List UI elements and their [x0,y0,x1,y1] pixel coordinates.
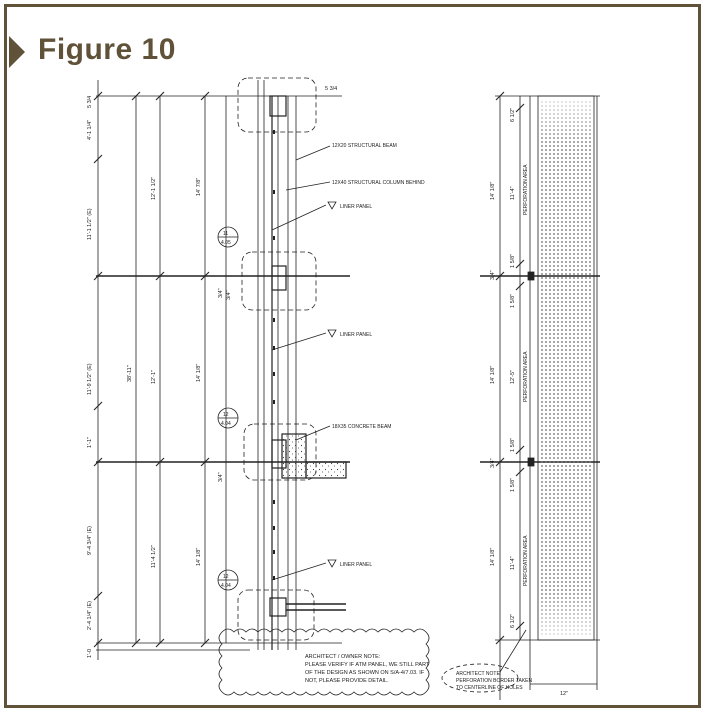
callout: 18X35 CONCRETE BEAM [332,424,391,430]
dim-label: 11'-4 1/2" [151,545,157,568]
dim-label: 14' 1/8" [490,182,496,200]
perforation-fade [540,100,592,636]
tag-bottom: 4.04 [221,583,231,589]
concrete-beam [281,433,307,479]
dim-label: 1 5/8" [510,478,516,492]
dim-label: 6 1/2" [510,614,516,628]
dim-label: 3/4" [218,288,224,298]
note-cloud [441,663,519,693]
note-line: ARCHITECT NOTE: [456,671,501,677]
header-arrow-icon [9,36,25,68]
tag-top: 11 [223,231,228,237]
leader [271,562,327,581]
dim-label: 1 5/8" [510,294,516,308]
callout: LINER PANEL [340,562,372,568]
concrete-slab [305,461,347,479]
dim-label: 12'-5" [510,370,516,384]
area-label: PERFORATION AREA [523,535,529,586]
dim-label: 14' 1/8" [490,548,496,566]
figure-title: Figure 10 [38,33,176,66]
callout: LINER PANEL [340,332,372,338]
detail-bubble [237,589,315,641]
area-label: PERFORATION AREA [523,351,529,402]
dim-label: 3/4" [226,290,232,300]
detail-bubble [241,251,317,311]
dim-label: 14' 7/8" [196,178,202,196]
dim-ticks [93,91,210,648]
rev-triangle-icon [327,201,337,210]
note-line: NOT, PLEASE PROVIDE DETAIL. [305,678,389,684]
leader [295,145,331,161]
area-label: PERFORATION AREA [523,164,529,215]
rev-triangle-icon [327,559,337,568]
detail-bubble [237,77,317,133]
dim-label: 14' 1/8" [196,364,202,382]
dim-label: 5 3/4 [87,96,93,108]
note-line: OF THE DESIGN AS SHOWN ON S/A-4/7.03. IF [305,670,425,676]
dim-label: 1 5/8" [510,438,516,452]
dim-label: 11'-4" [510,186,516,200]
dim-label: 5 3/4 [325,86,337,92]
callout: 12X20 STRUCTURAL BEAM [332,143,397,149]
leader [271,332,327,351]
note-line: PLEASE VERIFY IF ATM PANEL, WE STILL PAR… [305,662,430,668]
dim-label: 6 1/2" [510,108,516,122]
dim-label: 12" [560,691,568,697]
note-line: PERFORATION BORDER TAKEN [456,678,533,684]
dim-label: 12'-1" [151,370,157,384]
dim-label: 14' 1/8" [490,366,496,384]
leader [499,629,527,673]
dim-label: 14' 1/8" [196,548,202,566]
tag-top: 12 [223,412,229,418]
left-elevation [93,77,430,696]
leader [271,204,327,231]
dim-label: 1'-1" [87,437,93,448]
dim-label: 2'-4 1/4" (E) [87,601,93,630]
detail-bubble [243,423,317,481]
dim-label: 4'-1 1/4" [87,120,93,140]
dim-label: 1 5/8" [510,254,516,268]
note-cloud [218,628,430,696]
dim-label: 3/4" [490,458,496,468]
dim-label: 38'-11" [127,365,133,382]
dim-label: 3/4" [490,270,496,280]
dim-label: 11'-1 1/2" (E) [87,208,93,240]
tag-bottom: 4.04 [221,421,231,427]
left-elevation-text: 5 3/4 4'-1 1/4" 11'-1 1/2" (E) 11'-9 1/2… [87,86,430,684]
dim-label: 9'-4 3/4" (E) [87,526,93,555]
tag-bottom: 4.05 [221,240,231,246]
right-elevation-text: 14' 1/8" 3/4" 14' 1/8" 3/4" 14' 1/8" 6 1… [456,108,568,697]
leader [295,425,331,441]
tag-top: 12 [223,574,229,580]
dim-label: 11'-4" [510,556,516,570]
callout: 12X40 STRUCTURAL COLUMN BEHIND [332,180,425,186]
callout: LINER PANEL [340,204,372,210]
dim-label: 12'-1 1/2" [151,177,157,200]
rev-triangle-icon [327,329,337,338]
dim-label: 3/4" [218,472,224,482]
note-line: TO CENTERLINE OF HOLES [456,685,523,691]
dim-label: 1'-0 [87,649,93,658]
dim-label: 11'-9 1/2" (E) [87,363,93,395]
note-line: ARCHITECT / OWNER NOTE: [305,654,381,660]
leader [285,181,331,191]
